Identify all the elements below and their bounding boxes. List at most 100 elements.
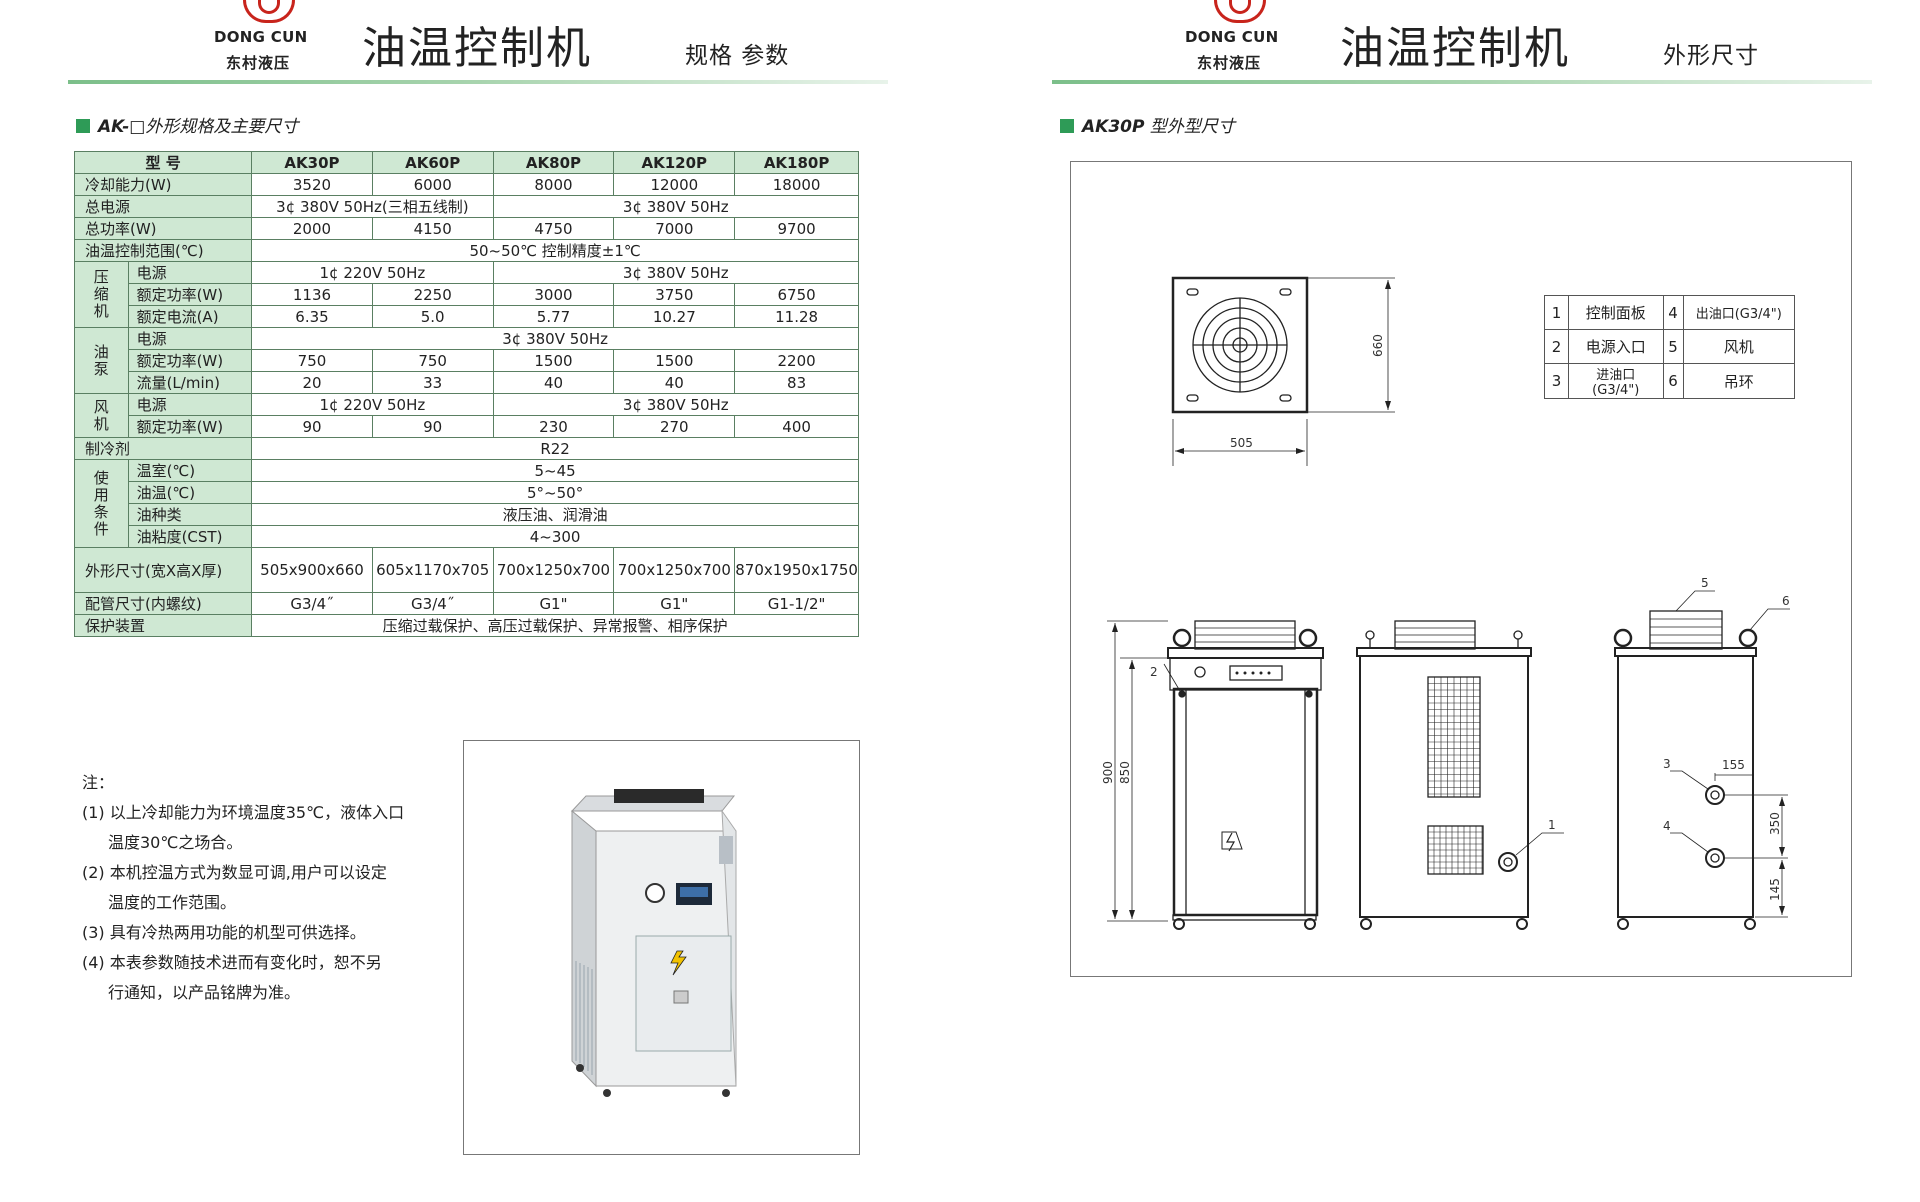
legend-label: 电源入口 [1567, 329, 1664, 364]
right-logo: DONG CUN 东村液压 [1183, 0, 1293, 76]
notes-heading: 注： [82, 773, 115, 792]
table-row: 额定功率(W) 750 750 1500 1500 2200 [75, 349, 859, 372]
row-label: 保护装置 [73, 614, 253, 637]
logo-mark-icon [243, 0, 295, 23]
logo-cn: 东村液压 [226, 54, 291, 72]
cell: 5.77 [492, 305, 615, 328]
table-row: 外形尺寸(宽X高X厚) 505x900x660 605x1170x705 700… [73, 547, 859, 593]
model-5: AK180P [734, 151, 859, 174]
legend-label: 进油口(G3/4") [1567, 363, 1664, 399]
cell: G3/4˝ [371, 592, 494, 615]
callout-4: 4 [1663, 819, 1671, 833]
cell: 1136 [251, 283, 373, 306]
cell: 20 [251, 371, 373, 394]
cell: 40 [492, 371, 615, 394]
cell: 12000 [613, 173, 736, 196]
row-label: 冷却能力(W) [73, 173, 253, 196]
top-view [1171, 276, 1395, 466]
section-title-bold: AK30P [1082, 117, 1145, 137]
cell: 1¢ 220V 50Hz [251, 261, 494, 284]
spec-table: 型 号 AK30P AK60P AK80P AK120P AK180P 冷却能力… [73, 151, 860, 637]
cell: 2250 [371, 283, 494, 306]
dim-width: 505 [1230, 436, 1253, 450]
cell: G3/4˝ [251, 592, 373, 615]
cell: 6750 [734, 283, 859, 306]
callout-6: 6 [1782, 594, 1790, 608]
row-label: 温室(℃) [127, 459, 253, 482]
table-row: 额定电流(A) 6.35 5.0 5.77 10.27 11.28 [75, 305, 859, 328]
model-3: AK80P [492, 151, 615, 174]
cell: 10.27 [613, 305, 736, 328]
row-label: 额定功率(W) [127, 349, 253, 372]
cell: 40 [613, 371, 736, 394]
cell: 700x1250x700 [613, 547, 736, 593]
cell: G1-1/2" [734, 592, 859, 615]
page-title: 油温控制机 [1340, 23, 1570, 74]
cell: 4750 [492, 217, 615, 240]
parts-legend: 1 控制面板 4 出油口(G3/4") 2 电源入口 5 风机 3 进油口(G3… [1544, 295, 1796, 399]
legend-num: 3 [1544, 363, 1569, 399]
cell: 1500 [613, 349, 736, 372]
row-label: 额定功率(W) [127, 283, 253, 306]
note-line: 温度的工作范围。 [108, 893, 237, 912]
row-label: 流量(L/min) [127, 371, 253, 394]
note-line: 行通知，以产品铭牌为准。 [108, 983, 301, 1002]
dim-pipe-spacing: 350 [1768, 812, 1782, 835]
cell: 5°~50° [251, 481, 859, 504]
table-row: 油泵 电源 3¢ 380V 50Hz [74, 327, 859, 394]
cell: 400 [734, 415, 859, 438]
technical-drawing: 660 505 900 850 2 [1101, 276, 1790, 930]
section-title-prefix: AK- [98, 117, 130, 137]
dim-height-body: 850 [1118, 761, 1132, 784]
logo-en: DONG CUN [1185, 28, 1279, 46]
note-line: 温度30℃之场合。 [108, 833, 243, 852]
row-label: 电源 [127, 261, 253, 284]
header-label: 型 号 [73, 151, 253, 174]
note-line: (2) 本机控温方式为数显可调,用户可以设定 [82, 863, 387, 882]
logo-mark-icon [1214, 0, 1266, 23]
row-label: 电源 [127, 393, 253, 416]
table-row: 油粘度(CST) 4~300 [75, 525, 859, 548]
table-row: 油温控制范围(℃) 50~50℃ 控制精度±1℃ [73, 239, 859, 262]
table-row: 型 号 AK30P AK60P AK80P AK120P AK180P [73, 151, 859, 174]
cell: 750 [251, 349, 373, 372]
page-title: 油温控制机 [362, 23, 592, 74]
cell: 6000 [371, 173, 494, 196]
row-label: 额定电流(A) [127, 305, 253, 328]
notes: 注： (1) 以上冷却能力为环境温度35℃，液体入口 温度30℃之场合。 (2)… [82, 768, 442, 1008]
logo-en: DONG CUN [214, 28, 308, 46]
cell: 505x900x660 [251, 547, 373, 593]
group-label: 使用条件 [74, 459, 129, 548]
table-row: 使用条件 温室(℃) 5~45 [74, 459, 859, 548]
cell: 270 [613, 415, 736, 438]
cell: 50~50℃ 控制精度±1℃ [251, 239, 859, 262]
header-rule [1052, 80, 1872, 84]
model-4: AK120P [613, 151, 736, 174]
legend-row: 3 进油口(G3/4") 6 吊环 [1544, 363, 1796, 399]
cell: 1¢ 220V 50Hz [251, 393, 494, 416]
group-label: 压缩机 [74, 261, 129, 328]
row-label: 总功率(W) [73, 217, 253, 240]
cell: 压缩过载保护、高压过载保护、异常报警、相序保护 [251, 614, 859, 637]
rear-view [1356, 620, 1564, 930]
dim-height-total: 900 [1101, 761, 1115, 784]
cell: 11.28 [734, 305, 859, 328]
model-1: AK30P [251, 151, 373, 174]
logo-cn: 东村液压 [1197, 54, 1262, 72]
cell: 3000 [492, 283, 615, 306]
legend-label: 控制面板 [1567, 295, 1664, 330]
table-row: 压缩机 电源 1¢ 220V 50Hz 3¢ 380V 50Hz [74, 261, 860, 328]
bullet-square-icon [76, 119, 90, 133]
cell: G1" [613, 592, 736, 615]
cell: 3¢ 380V 50Hz(三相五线制) [251, 195, 494, 218]
cell: 3¢ 380V 50Hz [251, 327, 859, 350]
cell: 3¢ 380V 50Hz [492, 261, 860, 284]
bullet-square-icon [1060, 119, 1074, 133]
cell: 90 [251, 415, 373, 438]
group-label: 风机 [74, 393, 129, 438]
row-label: 配管尺寸(内螺纹) [73, 592, 253, 615]
cell: 4~300 [251, 525, 859, 548]
cell: 230 [492, 415, 615, 438]
table-row: 保护装置 压缩过载保护、高压过载保护、异常报警、相序保护 [73, 614, 859, 637]
table-row: 油温(℃) 5°~50° [75, 481, 859, 504]
